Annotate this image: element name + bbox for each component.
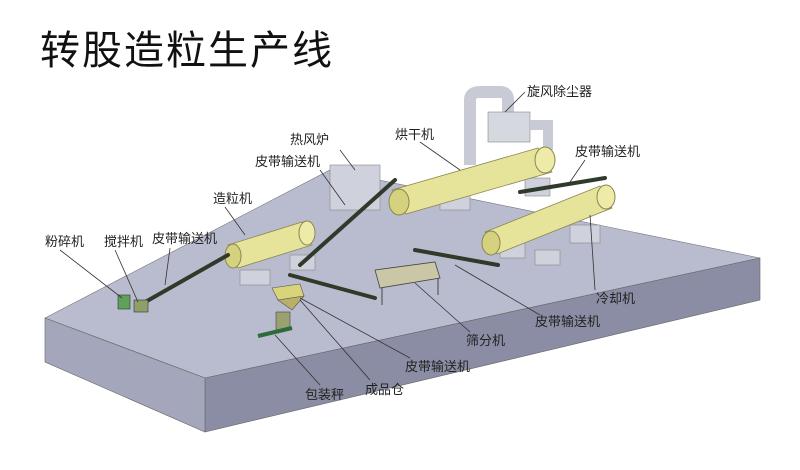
product-bin [271,283,305,311]
label-belt-conveyor-left: 皮带输送机 [152,231,217,247]
cyclone-dust-collector [464,86,553,165]
mixer [133,299,149,313]
belt-conveyors [138,176,607,307]
label-product-bin: 成品仓 [365,383,404,398]
label-belt-conveyor-right: 皮带输送机 [575,144,640,160]
label-belt-conveyor-cooler: 皮带输送机 [535,314,600,330]
label-cyclone: 旋风除尘器 [527,85,592,100]
granulator [224,220,316,269]
label-cooler: 冷却机 [596,292,635,307]
crusher [117,294,131,310]
label-dryer: 烘干机 [395,128,434,143]
label-belt-conveyor-furnace: 皮带输送机 [255,154,320,170]
page-title: 转股造粒生产线 [40,28,334,74]
label-crusher: 粉碎机 [45,235,84,250]
label-screener: 筛分机 [466,334,505,349]
cooler [481,184,616,256]
dryer [388,146,556,216]
leader-lines [59,91,596,386]
label-hot-air-furnace: 热风炉 [290,133,329,148]
screener [374,261,441,305]
label-belt-conveyor-product: 皮带输送机 [405,359,470,375]
packing-scale [257,311,293,338]
label-granulator: 造粒机 [213,192,252,207]
label-mixer: 搅拌机 [104,234,143,250]
label-packing-scale: 包装秤 [305,388,344,403]
